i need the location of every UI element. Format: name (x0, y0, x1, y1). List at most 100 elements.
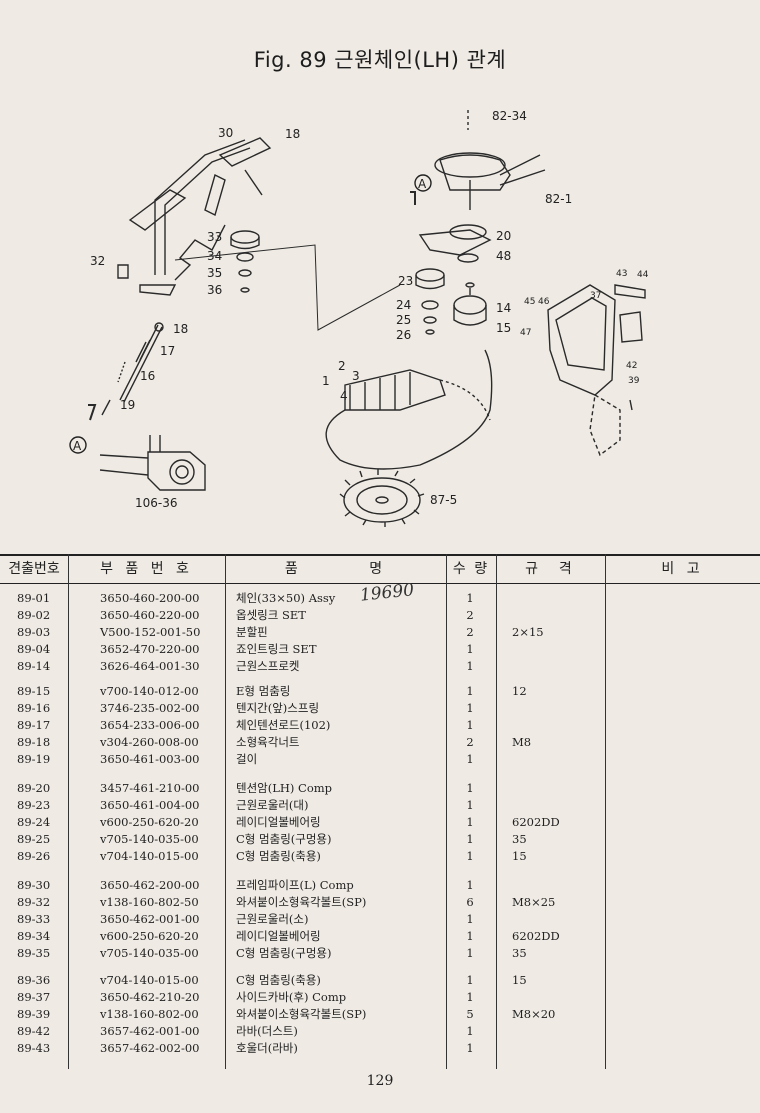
column-divider (446, 554, 447, 1069)
exploded-parts-diagram: 82-34 82-1 20 48 23 14 24 25 26 15 30 18… (0, 80, 760, 550)
diagram-callouts: 82-34 82-1 20 48 23 14 24 25 26 15 30 18… (69, 109, 649, 510)
chain-drawing (325, 349, 493, 470)
cell-quantity: 1 (466, 878, 474, 892)
cell-quantity: 1 (466, 659, 474, 673)
column-divider (68, 554, 69, 1069)
cell-part-name: 체인텐션로드(102) (236, 718, 331, 732)
cell-ref: 89-33 (17, 912, 51, 926)
callout-48: 48 (496, 249, 511, 263)
callout-46: 46 (538, 297, 550, 307)
callout-32: 32 (90, 254, 105, 268)
cell-part-name: 텐션암(LH) Comp (236, 781, 333, 795)
callout-1: 1 (322, 374, 330, 388)
cell-part-name: 근원로울러(대) (236, 798, 309, 812)
cell-quantity: 1 (466, 642, 474, 656)
cell-ref: 89-30 (17, 878, 51, 892)
header-part-name: 품 명 (284, 561, 387, 577)
callout-44: 44 (637, 270, 649, 280)
cell-spec: M8 (512, 735, 532, 749)
cell-quantity: 1 (466, 798, 474, 812)
cell-ref: 89-19 (17, 752, 51, 766)
cell-part-number: 3650-460-220-00 (100, 608, 200, 622)
cell-part-name: 와셔붙이소형육각볼트(SP) (236, 895, 367, 909)
callout-25: 25 (396, 313, 411, 327)
cell-part-name: 소형육각너트 (236, 735, 300, 749)
cell-ref: 89-37 (17, 990, 51, 1004)
callout-47: 47 (520, 328, 531, 338)
cell-spec: M8×25 (512, 895, 556, 909)
cell-part-name: 체인(33×50) Assy (236, 591, 336, 605)
cell-part-name: 프레임파이프(L) Comp (236, 878, 354, 892)
cell-part-name: 와셔붙이소형육각볼트(SP) (236, 1007, 367, 1021)
marker-a-right: A (418, 177, 427, 191)
cell-ref: 89-15 (17, 684, 51, 698)
callout-82-1: 82-1 (545, 192, 572, 206)
callout-16: 16 (140, 369, 155, 383)
cell-part-name: 라바(더스트) (236, 1024, 298, 1038)
header-note: 비 고 (661, 561, 704, 577)
cell-quantity: 1 (466, 973, 474, 987)
cell-part-name: E형 멈춤링 (236, 684, 291, 698)
cell-part-number: v705-140-035-00 (100, 946, 199, 960)
cell-part-number: V500-152-001-50 (100, 625, 201, 639)
cell-quantity: 2 (466, 608, 474, 622)
cell-quantity: 5 (466, 1007, 474, 1021)
cell-part-number: v704-140-015-00 (100, 849, 199, 863)
cell-spec: 2×15 (512, 625, 544, 639)
cell-part-name: C형 멈춤링(축용) (236, 973, 321, 987)
callout-18-rod: 18 (173, 322, 188, 336)
cell-part-number: v600-250-620-20 (100, 929, 199, 943)
callout-106-36: 106-36 (135, 496, 178, 510)
callout-30: 30 (218, 126, 233, 140)
callout-18-top: 18 (285, 127, 300, 141)
cell-quantity: 1 (466, 815, 474, 829)
cell-part-name: 근원로울러(소) (236, 912, 309, 926)
cell-ref: 89-17 (17, 718, 51, 732)
cell-quantity: 1 (466, 591, 474, 605)
cell-part-name: 레이디얼볼베어링 (236, 929, 321, 943)
cell-part-name: 사이드카바(후) Comp (236, 990, 347, 1004)
cell-quantity: 2 (466, 625, 474, 639)
callout-33: 33 (207, 230, 222, 244)
cell-quantity: 1 (466, 684, 474, 698)
cell-part-name: 호울더(라바) (236, 1041, 298, 1055)
cell-part-name: 텐지간(앞)스프링 (236, 701, 320, 715)
cell-part-name: 근원스프로켓 (236, 659, 300, 673)
callout-42: 42 (626, 361, 637, 371)
cell-quantity: 1 (466, 832, 474, 846)
cell-part-number: v304-260-008-00 (100, 735, 199, 749)
callout-26: 26 (396, 328, 411, 342)
header-quantity: 수 량 (452, 561, 490, 577)
cell-part-name: C형 멈춤링(구멍용) (236, 832, 332, 846)
cell-part-number: 3457-461-210-00 (100, 781, 200, 795)
tension-arm-drawing (418, 110, 546, 263)
cell-part-number: 3746-235-002-00 (100, 701, 200, 715)
cell-quantity: 1 (466, 701, 474, 715)
drive-sprocket-drawing (339, 469, 425, 527)
callout-2: 2 (338, 359, 346, 373)
cell-part-number: 3657-462-002-00 (100, 1041, 200, 1055)
cell-ref: 89-35 (17, 946, 51, 960)
callout-43: 43 (616, 269, 627, 279)
cell-quantity: 1 (466, 1024, 474, 1038)
large-roller-drawing (415, 268, 445, 335)
cell-part-number: 3650-462-210-20 (100, 990, 200, 1004)
cell-part-number: 3626-464-001-30 (100, 659, 200, 673)
frame-pipe-drawing (117, 137, 272, 296)
cell-ref: 89-18 (17, 735, 51, 749)
cell-spec: 15 (512, 849, 527, 863)
